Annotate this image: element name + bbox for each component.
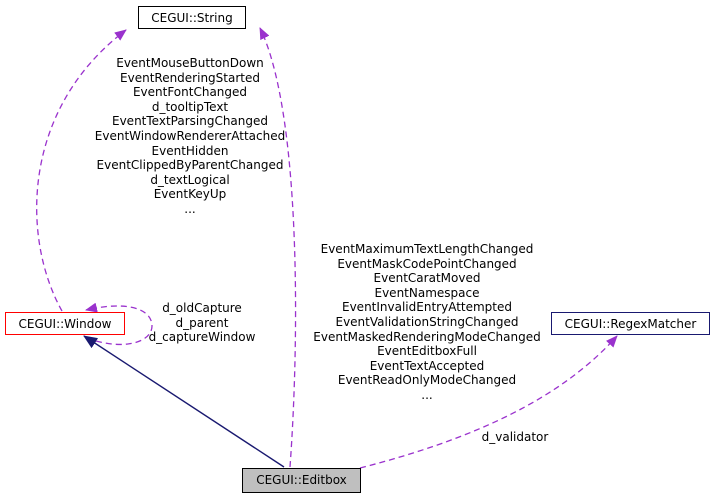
edge-editbox-to-regex — [359, 335, 618, 469]
label-line: ... — [421, 387, 433, 402]
node-cegui-regexmatcher[interactable]: CEGUI::RegexMatcher — [551, 312, 710, 335]
label-line: d_captureWindow — [148, 330, 256, 345]
edge-editbox-to-string — [259, 27, 297, 468]
label-line: EventEditboxFull — [377, 344, 477, 359]
edge-label-window-self: d_oldCapture d_parent d_captureWindow — [146, 301, 258, 345]
label-line: ... — [184, 201, 196, 216]
label-line: d_parent — [175, 315, 229, 330]
label-line: EventClippedByParentChanged — [96, 158, 284, 173]
label-line: EventCaratMoved — [373, 271, 481, 286]
label-line: EventTextAccepted — [369, 358, 485, 373]
node-cegui-editbox[interactable]: CEGUI::Editbox — [242, 468, 361, 493]
label-line: EventTextParsingChanged — [112, 114, 268, 129]
label-line: EventMaskCodePointChanged — [337, 256, 517, 271]
label-line: EventInvalidEntryAttempted — [342, 300, 512, 315]
label-line: EventHidden — [151, 143, 229, 158]
label-line: EventKeyUp — [153, 187, 227, 202]
label-line: d_validator — [481, 430, 549, 444]
label-line: EventMaskedRenderingModeChanged — [313, 329, 541, 344]
label-line: EventValidationStringChanged — [335, 314, 519, 329]
label-line: EventWindowRendererAttached — [94, 128, 286, 143]
label-line: EventReadOnlyModeChanged — [337, 373, 517, 388]
edge-label-editbox-to-string: EventMaximumTextLengthChanged EventMaskC… — [309, 242, 545, 403]
label-line: d_tooltipText — [151, 99, 229, 114]
edge-label-editbox-to-regex: d_validator — [470, 430, 560, 445]
label-line: d_oldCapture — [162, 301, 242, 315]
label-line: EventMaximumTextLengthChanged — [320, 242, 534, 256]
edge-window-to-string — [36, 29, 127, 312]
edge-label-window-to-string: EventMouseButtonDown EventRenderingStart… — [90, 56, 290, 217]
node-cegui-window[interactable]: CEGUI::Window — [5, 312, 125, 335]
label-line: EventMouseButtonDown — [116, 56, 264, 70]
label-line: EventNamespace — [374, 285, 480, 300]
label-line: EventRenderingStarted — [120, 70, 260, 85]
label-line: EventFontChanged — [132, 85, 248, 100]
node-cegui-string[interactable]: CEGUI::String — [138, 6, 246, 29]
label-line: d_textLogical — [150, 172, 230, 187]
edge-editbox-to-window — [83, 335, 285, 468]
edge-window-self-loop — [85, 302, 153, 345]
